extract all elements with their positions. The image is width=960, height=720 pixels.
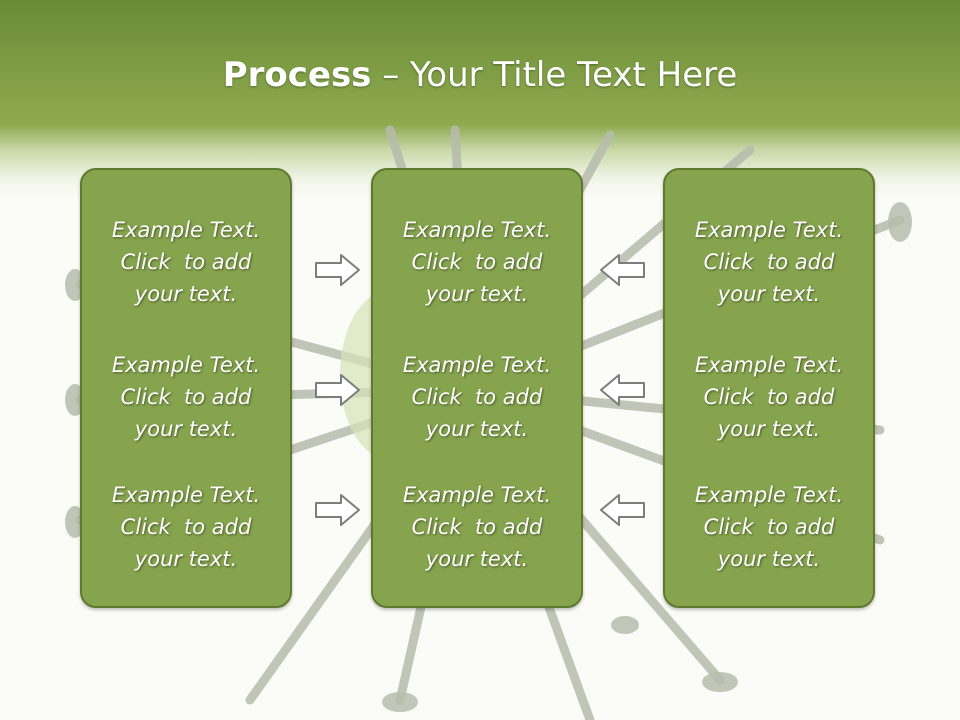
text-placeholder[interactable]: Example Text. Click to add your text. (82, 214, 290, 310)
text-line: Example Text. (694, 483, 844, 507)
text-line: your text. (425, 547, 529, 571)
left-arrow-icon (600, 374, 645, 406)
process-panel-2[interactable]: Example Text. Click to add your text. Ex… (371, 168, 583, 608)
text-line: your text. (717, 547, 821, 571)
text-placeholder[interactable]: Example Text. Click to add your text. (373, 349, 581, 445)
text-line: your text. (425, 282, 529, 306)
text-placeholder[interactable]: Example Text. Click to add your text. (665, 349, 873, 445)
text-line: Example Text. (402, 483, 552, 507)
process-panel-1[interactable]: Example Text. Click to add your text. Ex… (80, 168, 292, 608)
title-band (0, 0, 960, 200)
text-line: Click to add (411, 250, 543, 274)
text-line: Example Text. (694, 353, 844, 377)
text-line: Click to add (411, 385, 543, 409)
slide-title[interactable]: Process – Your Title Text Here (0, 52, 960, 98)
text-line: your text. (134, 282, 238, 306)
text-line: Click to add (703, 515, 835, 539)
text-line: Example Text. (694, 218, 844, 242)
text-line: Click to add (411, 515, 543, 539)
text-line: Example Text. (402, 353, 552, 377)
process-panel-3[interactable]: Example Text. Click to add your text. Ex… (663, 168, 875, 608)
left-arrow-icon (600, 494, 645, 526)
text-line: your text. (425, 417, 529, 441)
text-line: Click to add (703, 385, 835, 409)
text-line: Click to add (120, 515, 252, 539)
text-placeholder[interactable]: Example Text. Click to add your text. (373, 214, 581, 310)
text-line: Click to add (120, 385, 252, 409)
slide-title-strong: Process (222, 55, 372, 95)
text-line: your text. (134, 547, 238, 571)
text-line: Example Text. (111, 483, 261, 507)
text-line: your text. (717, 417, 821, 441)
left-arrow-icon (600, 254, 645, 286)
text-placeholder[interactable]: Example Text. Click to add your text. (665, 214, 873, 310)
text-line: your text. (717, 282, 821, 306)
text-placeholder[interactable]: Example Text. Click to add your text. (82, 349, 290, 445)
text-line: Example Text. (402, 218, 552, 242)
text-line: Example Text. (111, 218, 261, 242)
text-placeholder[interactable]: Example Text. Click to add your text. (82, 479, 290, 575)
slide-title-rest: – Your Title Text Here (371, 55, 738, 95)
text-placeholder[interactable]: Example Text. Click to add your text. (665, 479, 873, 575)
text-line: Click to add (703, 250, 835, 274)
text-placeholder[interactable]: Example Text. Click to add your text. (373, 479, 581, 575)
right-arrow-icon (315, 254, 360, 286)
text-line: Example Text. (111, 353, 261, 377)
text-line: your text. (134, 417, 238, 441)
text-line: Click to add (120, 250, 252, 274)
right-arrow-icon (315, 374, 360, 406)
right-arrow-icon (315, 494, 360, 526)
